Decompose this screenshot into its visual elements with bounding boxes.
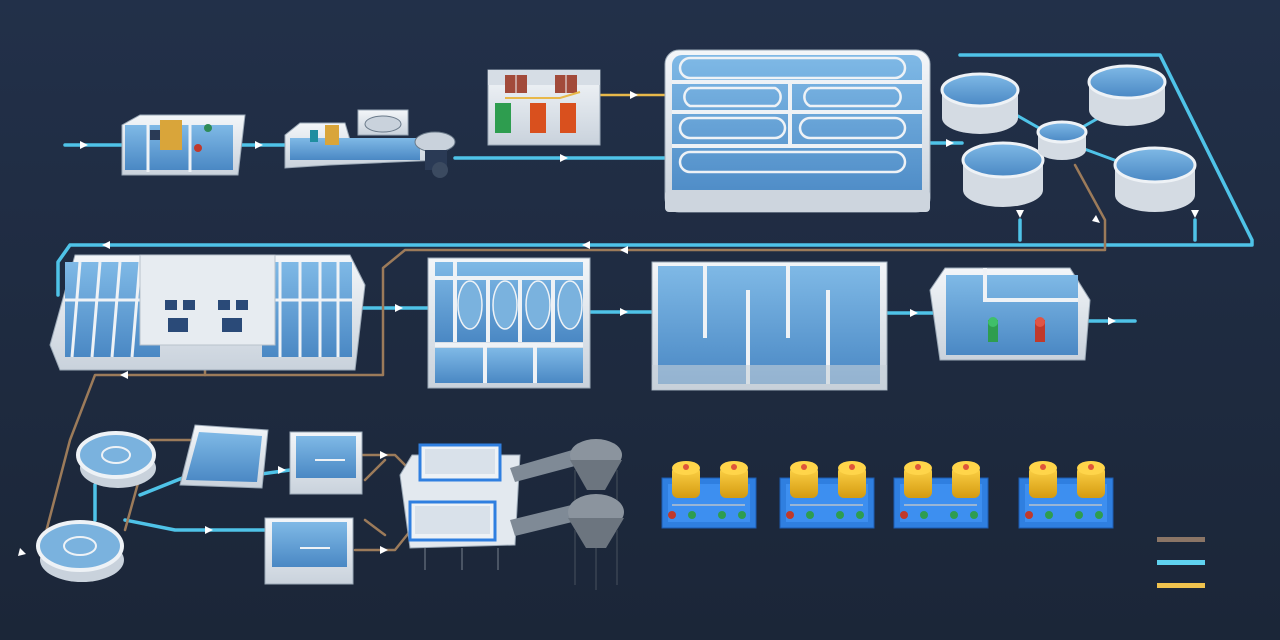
filter-press-icon	[408, 443, 502, 542]
disc-filter-icon	[457, 280, 583, 330]
sludge-silos-unit	[568, 439, 624, 590]
pump-icon	[988, 317, 1045, 342]
sludge-line-swatch	[1157, 537, 1205, 542]
clarifier-icon	[940, 64, 1197, 212]
sludge-tank-icon	[179, 424, 363, 585]
secondary-clarifiers-unit	[940, 64, 1197, 212]
aeration-tank-icon	[678, 56, 907, 174]
dosing-skid-icon	[661, 461, 757, 529]
flow-arrows	[18, 91, 1199, 556]
disinfection-contact-unit	[651, 261, 888, 391]
filter-building-unit	[49, 254, 366, 371]
silo-icon	[568, 439, 624, 548]
disc-filter-unit	[427, 257, 591, 389]
sludge-thickeners-unit	[36, 431, 156, 582]
sludge-tanks-unit	[179, 424, 363, 585]
gas-line-swatch	[1157, 583, 1205, 588]
screen-channel-icon	[150, 120, 212, 152]
blower-room-unit	[487, 69, 601, 146]
fine-screen-icon	[310, 125, 339, 145]
blower-icon	[495, 103, 576, 133]
biological-tank-unit	[664, 49, 931, 213]
coarse-screen-unit	[121, 114, 246, 176]
chemical-dosing-unit	[661, 460, 1114, 529]
fine-screen-grit-unit	[284, 109, 456, 178]
legend	[1157, 537, 1205, 588]
thickener-icon	[36, 431, 156, 582]
effluent-pump-unit	[929, 267, 1091, 361]
water-line-swatch	[1157, 560, 1205, 565]
dewatering-unit	[399, 442, 605, 570]
